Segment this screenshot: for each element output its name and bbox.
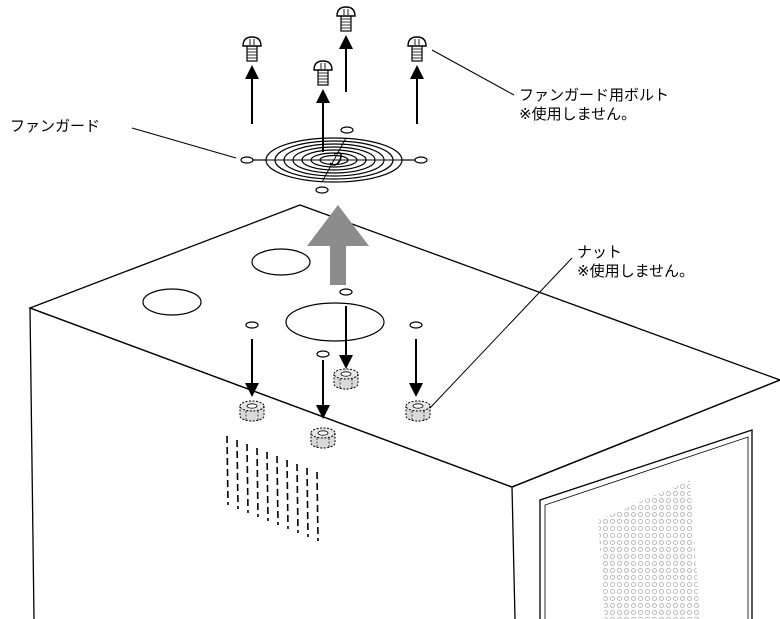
vent-slots bbox=[226, 435, 319, 542]
lift-arrow bbox=[307, 205, 369, 285]
nut-icon bbox=[405, 400, 431, 422]
fan-guard-bolt-label-line2: ※使用しません。 bbox=[519, 105, 637, 123]
door-mesh bbox=[598, 480, 700, 619]
fan-guard-label-text: ファンガード bbox=[10, 117, 101, 135]
nut-label-line1: ナット bbox=[577, 243, 623, 261]
nut-icon bbox=[310, 427, 336, 449]
nut-label-line2: ※使用しません。 bbox=[577, 262, 695, 280]
nut-label: ナット ※使用しません。 bbox=[577, 243, 694, 281]
up-arrows bbox=[245, 35, 424, 152]
bolt-icon bbox=[336, 6, 356, 32]
bolt-icon bbox=[242, 36, 262, 62]
fan-guard bbox=[240, 126, 428, 194]
bolt-icon bbox=[407, 36, 427, 62]
bolts bbox=[242, 6, 427, 86]
down-arrows bbox=[245, 306, 423, 419]
leader-lines bbox=[131, 49, 573, 409]
nut-icon bbox=[239, 400, 265, 422]
fan-guard-bolt-label: ファンガード用ボルト ※使用しません。 bbox=[519, 86, 669, 124]
bolt-icon bbox=[313, 60, 333, 86]
fan-guard-bolt-label-line1: ファンガード用ボルト bbox=[519, 86, 670, 104]
nut-icon bbox=[333, 368, 359, 390]
cabinet bbox=[28, 204, 780, 619]
top-holes bbox=[142, 248, 423, 358]
fan-guard-label: ファンガード bbox=[10, 117, 100, 136]
